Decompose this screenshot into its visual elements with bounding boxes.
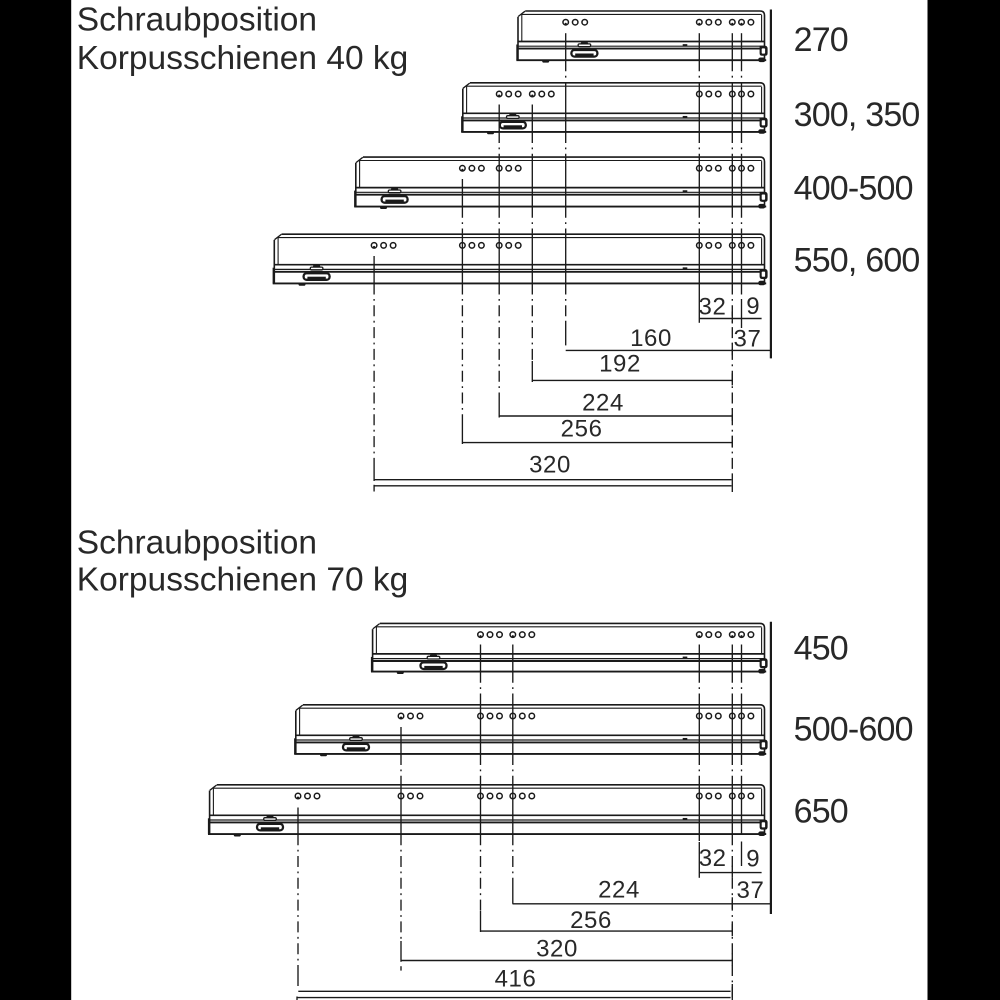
svg-text:224: 224	[598, 877, 640, 904]
svg-text:192: 192	[599, 350, 641, 377]
svg-text:Schraubposition: Schraubposition	[77, 2, 317, 39]
svg-text:500-600: 500-600	[794, 711, 913, 749]
svg-text:Schraubposition: Schraubposition	[77, 525, 317, 562]
svg-text:650: 650	[794, 793, 848, 831]
svg-text:320: 320	[529, 451, 571, 478]
svg-text:160: 160	[630, 325, 672, 352]
svg-text:300, 350: 300, 350	[794, 96, 920, 134]
svg-text:224: 224	[582, 390, 624, 417]
svg-text:416: 416	[495, 966, 537, 993]
svg-text:256: 256	[570, 907, 612, 934]
svg-text:256: 256	[561, 415, 603, 442]
svg-text:32: 32	[699, 845, 727, 872]
svg-text:450: 450	[794, 630, 848, 668]
svg-text:9: 9	[746, 293, 760, 320]
svg-text:9: 9	[746, 846, 760, 873]
svg-text:550, 600: 550, 600	[794, 242, 920, 280]
svg-text:320: 320	[536, 936, 578, 963]
svg-text:37: 37	[737, 877, 765, 904]
svg-text:400-500: 400-500	[794, 170, 913, 208]
svg-text:Korpusschienen 40 kg: Korpusschienen 40 kg	[77, 40, 409, 77]
svg-text:270: 270	[794, 21, 848, 59]
svg-text:32: 32	[699, 294, 727, 321]
svg-text:37: 37	[734, 325, 762, 352]
svg-text:Korpusschienen 70 kg: Korpusschienen 70 kg	[77, 562, 409, 599]
